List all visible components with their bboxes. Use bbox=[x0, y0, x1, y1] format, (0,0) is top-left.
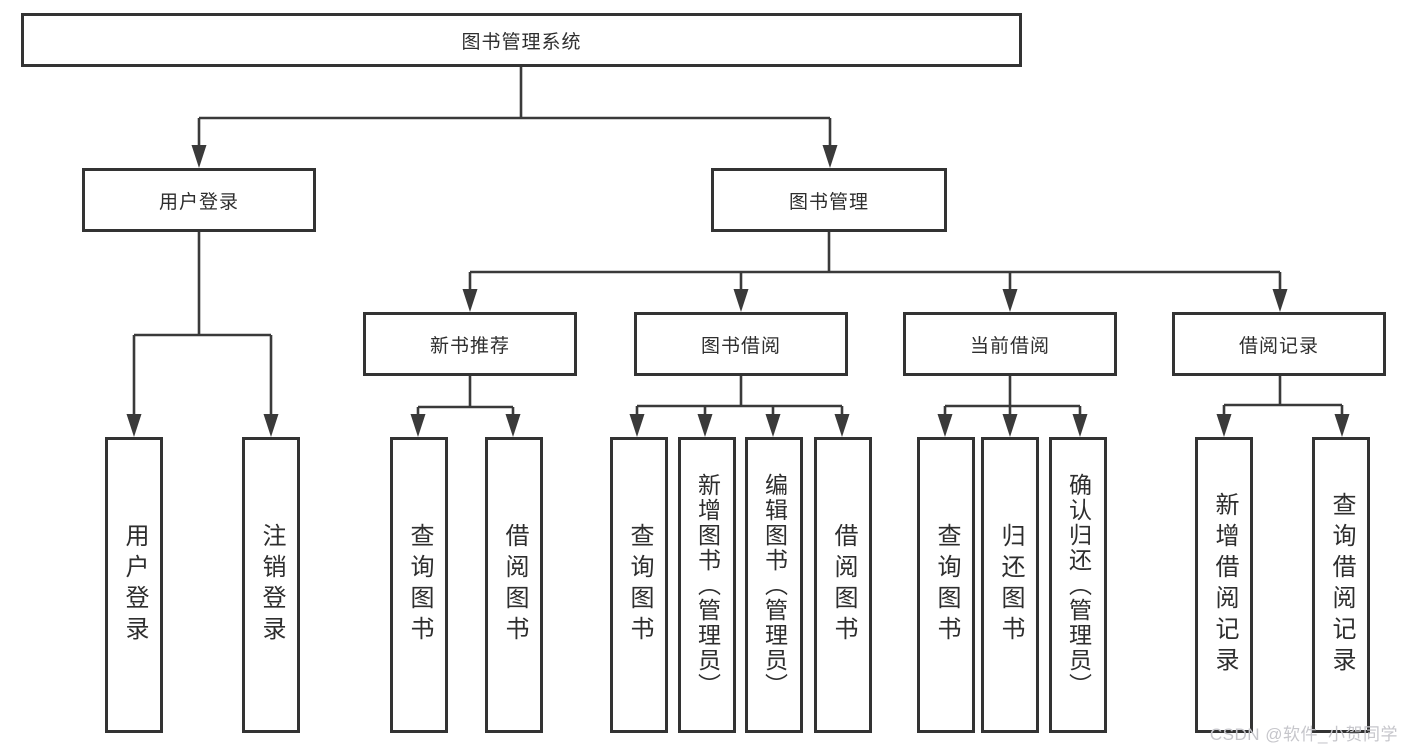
node-new-book-recommend: 新书推荐 bbox=[363, 312, 577, 376]
connector-root-to-level1 bbox=[197, 67, 832, 150]
node-borrow-records-label: 借阅记录 bbox=[1238, 335, 1319, 357]
leaf-label: 用户登录 bbox=[121, 523, 148, 647]
leaf-label: 编辑图书（管理员） bbox=[761, 472, 788, 698]
leaf-label: 确认归还（管理员） bbox=[1065, 472, 1092, 698]
leaf-label: 查询图书 bbox=[626, 523, 653, 647]
node-leaf-edit-books-admin: 编辑图书（管理员） bbox=[745, 437, 803, 733]
node-root-label: 图书管理系统 bbox=[461, 31, 582, 53]
connector-newbook-to-leaves bbox=[416, 376, 515, 420]
leaf-label: 新增借阅记录 bbox=[1211, 492, 1238, 678]
leaf-label: 借阅图书 bbox=[501, 523, 528, 647]
node-book-borrow-label: 图书借阅 bbox=[700, 335, 781, 357]
node-book-management: 图书管理 bbox=[711, 168, 947, 232]
node-leaf-query-books-1: 查询图书 bbox=[390, 437, 448, 733]
leaf-label: 新增图书（管理员） bbox=[694, 472, 721, 698]
node-leaf-logout: 注销登录 bbox=[242, 437, 300, 733]
node-leaf-borrow-books-2: 借阅图书 bbox=[814, 437, 872, 733]
leaf-label: 归还图书 bbox=[997, 523, 1024, 647]
node-leaf-confirm-return-admin: 确认归还（管理员） bbox=[1049, 437, 1107, 733]
leaf-label: 查询图书 bbox=[933, 523, 960, 647]
node-leaf-user-login: 用户登录 bbox=[105, 437, 163, 733]
connector-bookmgmt-to-level2 bbox=[468, 232, 1282, 295]
node-current-borrow-label: 当前借阅 bbox=[969, 335, 1050, 357]
leaf-label: 借阅图书 bbox=[830, 523, 857, 647]
node-root: 图书管理系统 bbox=[21, 13, 1022, 67]
leaf-label: 查询借阅记录 bbox=[1328, 492, 1355, 678]
connector-borrow-to-leaves bbox=[635, 376, 844, 420]
arrowheads bbox=[126, 145, 1350, 437]
node-leaf-query-borrow-record: 查询借阅记录 bbox=[1312, 437, 1370, 733]
node-book-management-label: 图书管理 bbox=[788, 191, 869, 213]
connector-records-to-leaves bbox=[1222, 376, 1344, 420]
node-user-login: 用户登录 bbox=[82, 168, 316, 232]
node-current-borrow: 当前借阅 bbox=[903, 312, 1117, 376]
node-leaf-query-books-2: 查询图书 bbox=[610, 437, 668, 733]
node-leaf-add-books-admin: 新增图书（管理员） bbox=[678, 437, 736, 733]
node-leaf-add-borrow-record: 新增借阅记录 bbox=[1195, 437, 1253, 733]
node-leaf-return-books: 归还图书 bbox=[981, 437, 1039, 733]
node-leaf-borrow-books-1: 借阅图书 bbox=[485, 437, 543, 733]
node-user-login-label: 用户登录 bbox=[158, 191, 239, 213]
node-borrow-records: 借阅记录 bbox=[1172, 312, 1386, 376]
connector-userlogin-to-leaves bbox=[132, 232, 273, 420]
node-new-book-recommend-label: 新书推荐 bbox=[429, 335, 510, 357]
leaf-label: 查询图书 bbox=[406, 523, 433, 647]
connector-current-to-leaves bbox=[943, 376, 1082, 420]
watermark: CSDN @软件_小贺同学 bbox=[1209, 725, 1398, 744]
leaf-label: 注销登录 bbox=[258, 523, 285, 647]
node-leaf-query-books-3: 查询图书 bbox=[917, 437, 975, 733]
node-book-borrow: 图书借阅 bbox=[634, 312, 848, 376]
